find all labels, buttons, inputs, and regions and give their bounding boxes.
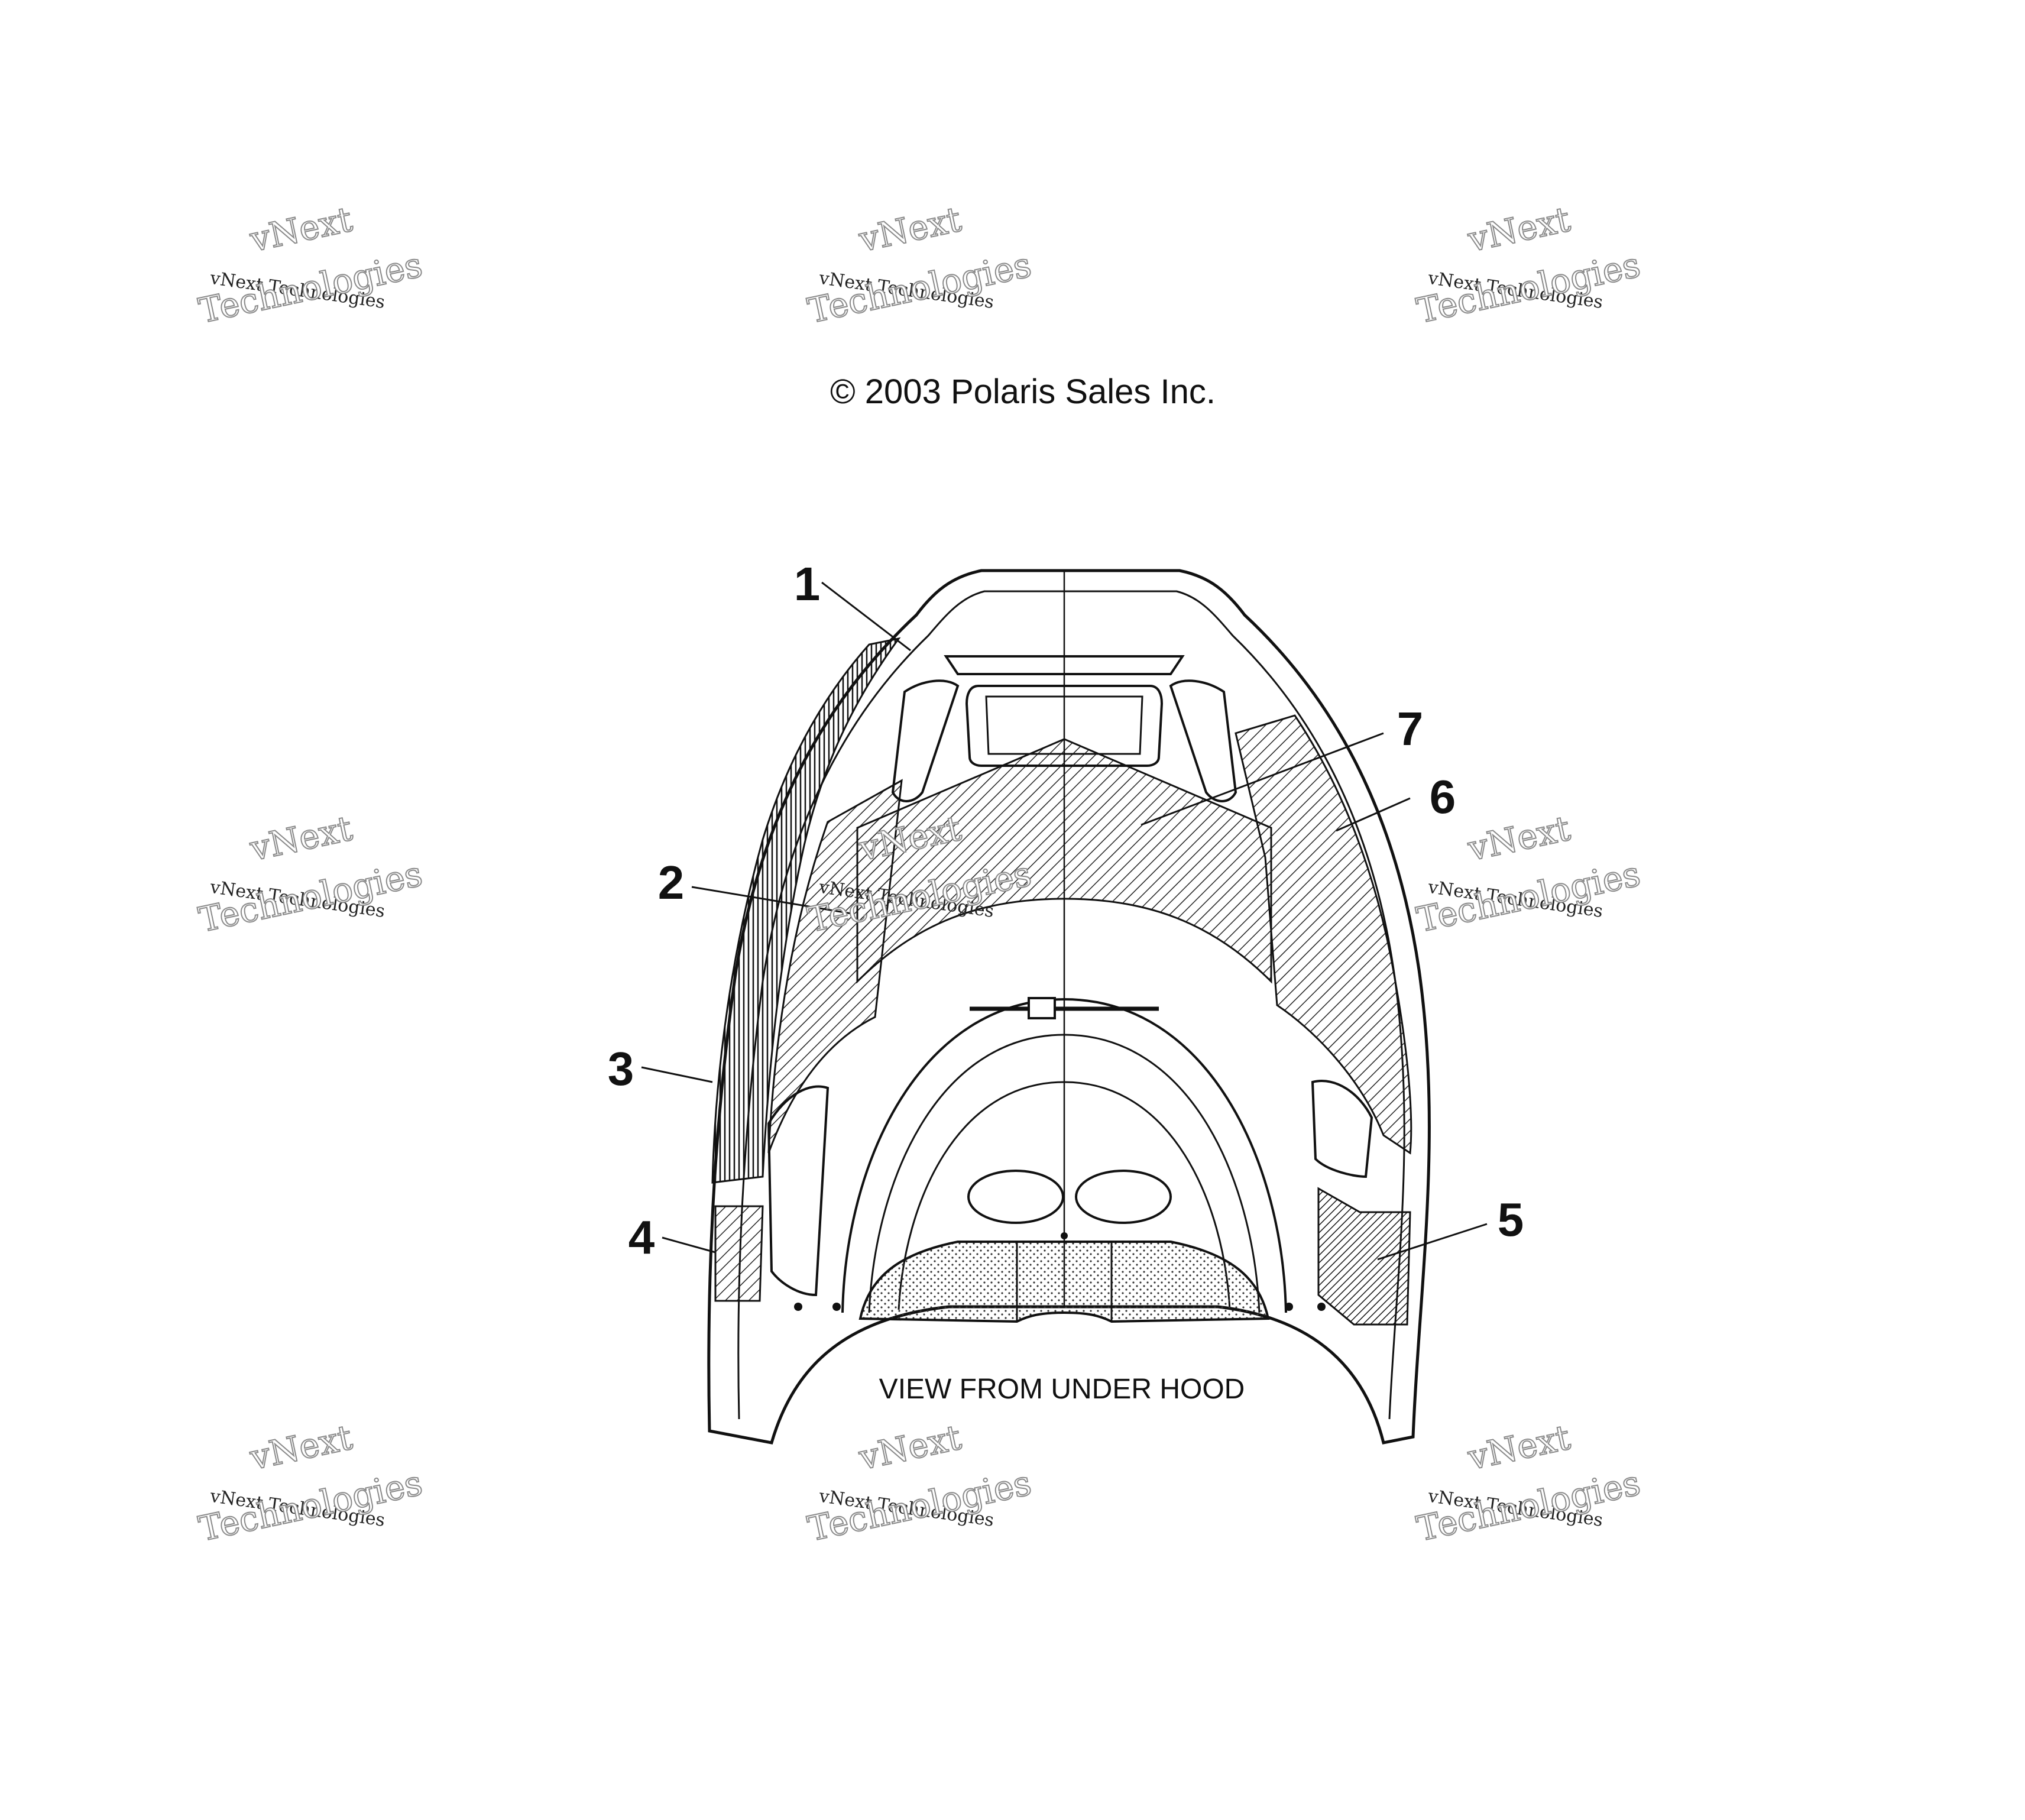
- watermark-big-text-2: Technologies: [1413, 1463, 1644, 1549]
- top-vent: [944, 655, 1185, 675]
- watermark: vNext Technologies vNext Technologies: [1412, 198, 1644, 331]
- watermark-big-text-2: Technologies: [1413, 854, 1644, 940]
- callout-label-6: 6: [1430, 770, 1456, 823]
- callout-label-1: 1: [794, 558, 821, 610]
- callout-3: 3: [608, 1042, 713, 1095]
- watermark-big-text-2: Technologies: [195, 854, 426, 940]
- callout-6: 6: [1336, 770, 1456, 832]
- watermark-big-text-1: vNext: [1464, 199, 1573, 260]
- callout-4: 4: [628, 1211, 716, 1264]
- view-caption: VIEW FROM UNDER HOOD: [879, 1374, 1245, 1405]
- watermark-big-text-1: vNext: [1464, 1417, 1573, 1478]
- callout-label-5: 5: [1498, 1193, 1524, 1246]
- watermark: vNext Technologies vNext Technologies: [803, 1416, 1035, 1549]
- callout-label-4: 4: [628, 1211, 655, 1264]
- left-stripe-decal: [711, 637, 901, 1184]
- center-bracket: [1028, 997, 1056, 1019]
- watermark-big-text-2: Technologies: [1413, 245, 1644, 331]
- heat-shield-pad: [858, 1241, 1270, 1323]
- left-side-scoop: [891, 679, 960, 802]
- watermark: vNext Technologies vNext Technologies: [195, 198, 426, 331]
- hood-illustration: VIEW FROM UNDER HOOD: [707, 569, 1431, 1445]
- watermark: vNext Technologies vNext Technologies: [1412, 807, 1644, 940]
- hood-inner-arch: [841, 998, 1287, 1313]
- top-window: [965, 685, 1164, 767]
- watermark-big-text-1: vNext: [246, 1417, 355, 1478]
- callout-7: 7: [1141, 702, 1424, 826]
- callout-5: 5: [1377, 1193, 1524, 1261]
- left-headlight-opening: [967, 1170, 1064, 1224]
- callout-2: 2: [658, 856, 852, 915]
- watermark-big-text-2: Technologies: [195, 1463, 426, 1549]
- watermark: vNext Technologies vNext Technologies: [195, 1416, 426, 1549]
- copyright-text: © 2003 Polaris Sales Inc.: [830, 373, 1216, 411]
- left-lower-decal: [714, 1205, 764, 1302]
- callout-label-7: 7: [1397, 702, 1424, 755]
- callout-label-3: 3: [608, 1042, 634, 1095]
- watermark-big-text-1: vNext: [246, 199, 355, 260]
- right-side-scoop: [1169, 679, 1237, 802]
- watermark-big-text-1: vNext: [855, 1417, 964, 1478]
- watermark: vNext Technologies vNext Technologies: [1412, 1416, 1644, 1549]
- right-lower-decal: [1317, 1187, 1411, 1326]
- watermark: vNext Technologies vNext Technologies: [803, 198, 1035, 331]
- watermark: vNext Technologies vNext Technologies: [195, 807, 426, 940]
- watermark-big-text-2: Technologies: [804, 245, 1035, 331]
- callout-label-2: 2: [658, 856, 685, 909]
- watermark-big-text-1: vNext: [855, 199, 964, 260]
- right-rear-scoop: [1311, 1080, 1373, 1178]
- watermark-big-text-1: vNext: [246, 808, 355, 869]
- callout-1: 1: [794, 558, 911, 652]
- left-rear-scoop: [767, 1085, 830, 1297]
- right-panel-decal: [1235, 714, 1412, 1155]
- watermark-big-text-1: vNext: [1464, 808, 1573, 869]
- watermark-big-text-2: Technologies: [195, 245, 426, 331]
- right-headlight-opening: [1075, 1170, 1172, 1224]
- watermark-big-text-2: Technologies: [804, 1463, 1035, 1549]
